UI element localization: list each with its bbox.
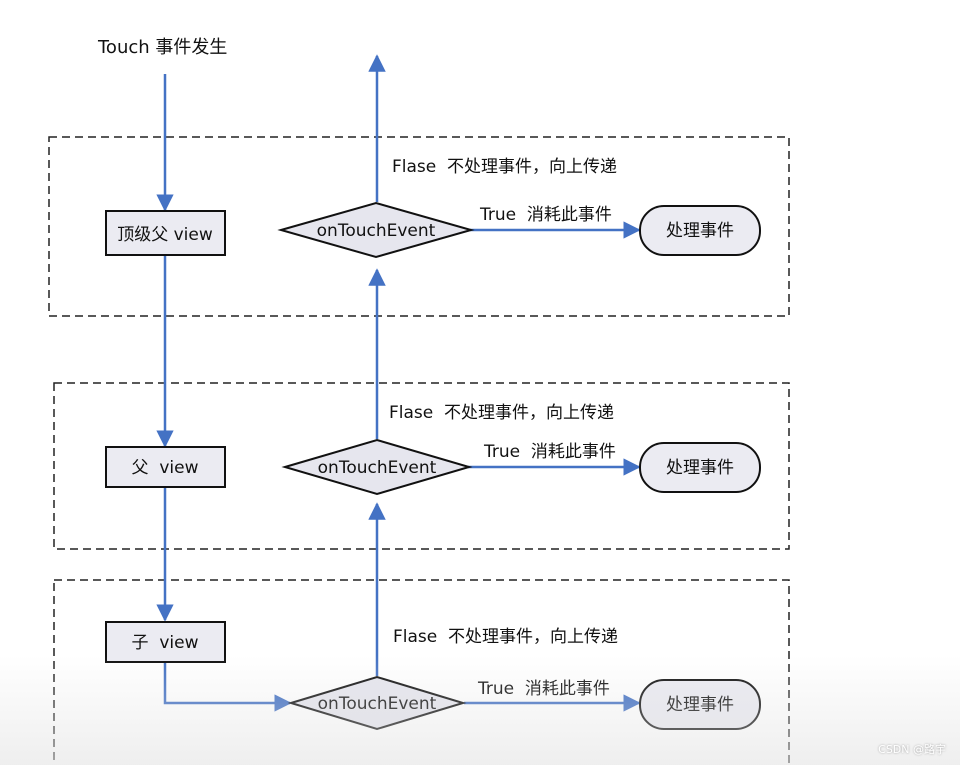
view-label-child: 子 view [132,633,199,653]
false-label-parent: Flase 不处理事件，向上传递 [389,403,614,423]
start-label: Touch 事件发生 [97,37,227,58]
handle-label-parent: 处理事件 [666,458,734,478]
layer-box-top [48,136,790,317]
layer-child: 子 view onTouchEvent Flase 不处理事件，向上传递 Tru… [105,621,761,731]
false-label-child: Flase 不处理事件，向上传递 [393,627,618,647]
arrow-child-to-decision [163,663,292,712]
false-label-top: Flase 不处理事件，向上传递 [392,157,617,177]
watermark: CSDN @路宇 [878,743,946,756]
decision-diamond-top [277,201,475,259]
decision-label-top: onTouchEvent [317,221,436,241]
true-label-top: True 消耗此事件 [479,205,612,225]
view-box-top [105,210,226,256]
decision-diamond-parent [281,438,473,496]
layer-box-parent [53,382,790,550]
handle-label-child: 处理事件 [666,695,734,715]
true-label-child: True 消耗此事件 [477,679,610,699]
decision-label-parent: onTouchEvent [318,458,437,478]
view-label-top: 顶级父 view [117,225,213,245]
decision-label-child: onTouchEvent [318,694,437,714]
handle-box-parent [639,442,761,493]
view-box-parent [105,446,226,488]
view-label-parent: 父 view [132,458,199,478]
layer-parent: 父 view onTouchEvent Flase 不处理事件，向上传递 Tru… [105,403,761,496]
layer-top: 顶级父 view onTouchEvent Flase 不处理事件，向上传递 T… [105,157,761,259]
handle-box-top [639,205,761,256]
handle-label-top: 处理事件 [666,221,734,241]
true-label-parent: True 消耗此事件 [483,442,616,462]
